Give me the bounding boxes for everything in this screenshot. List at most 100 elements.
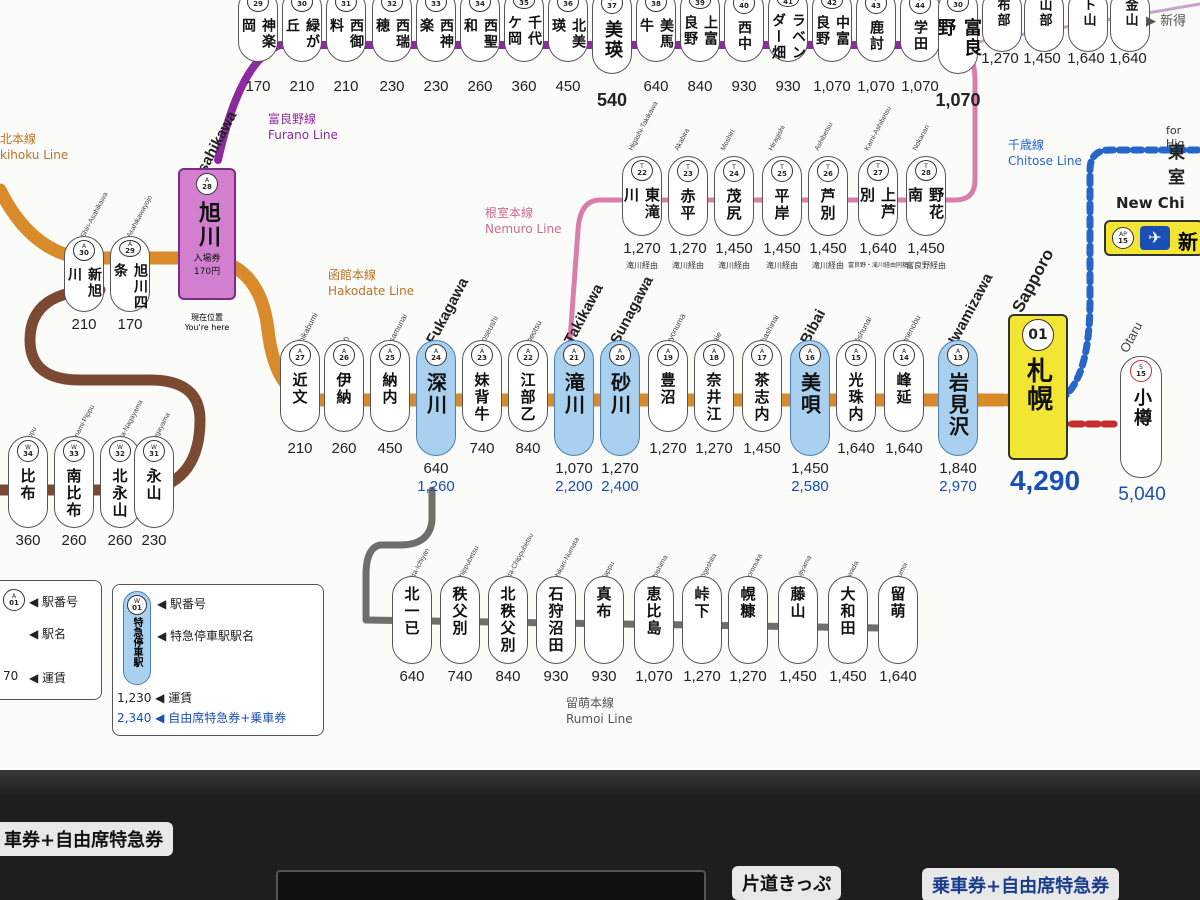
furano-fare-15: 1,070 xyxy=(857,78,895,95)
hakodate-station-14-name: 峰延 xyxy=(894,372,913,406)
higashi-muroran-name: 東室 xyxy=(1168,143,1185,188)
rumoi-fare-2: 740 xyxy=(447,668,473,685)
sekihoku-station-3-name: 北永山 xyxy=(110,468,129,519)
nemuro-via-4: 滝川経由 xyxy=(766,261,798,270)
one-way-ticket-button[interactable]: 片道きっぷ xyxy=(732,866,842,900)
nemuro-fare-3: 1,450 xyxy=(715,240,753,257)
furano-station-8-name: 北美瑛 xyxy=(550,17,586,50)
furano-station-17: T30富良野 xyxy=(935,0,982,74)
ticket-plus-express-button-left[interactable]: 車券+自由席特急券 xyxy=(0,822,174,856)
rumoi-station-11: 留萌 xyxy=(878,576,918,664)
furano-east-fare-1: 1,270 xyxy=(981,50,1019,67)
hakodate-station-13-name: 光珠内 xyxy=(846,372,865,423)
furano-fare-3: 210 xyxy=(333,78,359,95)
left-branch-1-fare: 210 xyxy=(71,316,97,333)
sekihoku-station-1-name: 比布 xyxy=(18,468,37,502)
legend2-fare: 1,230 ◀ 運賃 xyxy=(117,691,193,705)
rumoi-fare-4: 930 xyxy=(543,668,569,685)
furano-fare-6: 260 xyxy=(467,78,493,95)
rumoi-station-1: 北一已 xyxy=(392,576,432,664)
furano-station-14: F42中富良野 xyxy=(812,0,852,62)
rumoi-station-5: 真布 xyxy=(584,576,624,664)
furano-east-station-2: 山部 xyxy=(1024,0,1064,52)
hakodate-station-2-name: 伊納 xyxy=(334,372,353,406)
airplane-icon: ✈ xyxy=(1140,226,1170,250)
furano-station-3-number-icon: F31 xyxy=(335,0,357,12)
furano-east-fare-4: 1,640 xyxy=(1109,50,1147,67)
nemuro-via-3: 滝川経由 xyxy=(718,261,750,270)
furano-station-4-number-icon: F32 xyxy=(381,0,403,12)
sekihoku-line-lower xyxy=(0,284,206,496)
furano-fare-13: 930 xyxy=(775,78,801,95)
furano-east-station-3: ト山 xyxy=(1068,0,1108,52)
furano-east-station-4: 金山 xyxy=(1110,0,1150,52)
rumoi-station-3-name: 北秩父別 xyxy=(498,586,517,654)
furano-fare-16: 1,070 xyxy=(901,78,939,95)
legend2-name-label: ◀ 特急停車駅駅名 xyxy=(157,629,255,643)
hakodate-station-11-name: 茶志内 xyxy=(752,372,771,423)
furano-fare-1: 170 xyxy=(245,78,271,95)
rumoi-station-2-name: 秩父別 xyxy=(450,586,469,637)
rumoi-station-10: 大和田 xyxy=(828,576,868,664)
rumoi-station-3: 北秩父別 xyxy=(488,576,528,664)
nemuro-station-6-name: 上芦別 xyxy=(858,186,897,221)
legend2-fare2: 2,340 ◀ 自由席特急券+乗車券 xyxy=(117,711,287,725)
sekihoku-station-4-fare: 230 xyxy=(141,532,167,549)
rumoi-station-8-name: 幌糠 xyxy=(738,586,757,620)
nemuro-station-4-name: 平岸 xyxy=(772,188,791,222)
rumoi-station-1-name: 北一已 xyxy=(402,586,421,637)
hakodate-station-5-name: 妹背牛 xyxy=(472,372,491,423)
rumoi-fare-9: 1,450 xyxy=(779,668,817,685)
asahikawa-ticket-note: 入場券 xyxy=(193,254,221,264)
legend2-num-label: ◀ 駅番号 xyxy=(157,597,207,611)
furano-station-7: F35千代ケ岡 xyxy=(504,0,544,62)
hakodate-fare2-4: 1,260 xyxy=(417,478,455,495)
hakodate-fare-8: 1,270 xyxy=(601,460,639,477)
furano-station-7-number-icon: F35 xyxy=(513,0,535,9)
nemuro-fare-4: 1,450 xyxy=(763,240,801,257)
nemuro-station-2-name: 赤平 xyxy=(678,188,697,222)
furano-station-10-number-icon: F38 xyxy=(645,0,667,12)
ticket-plus-express-button-right[interactable]: 乗車券+自由席特急券 xyxy=(922,868,1120,900)
sekihoku-station-2-fare: 260 xyxy=(61,532,87,549)
furano-fare-12: 930 xyxy=(731,78,757,95)
furano-east-station-4-name: 金山 xyxy=(1122,0,1138,28)
rumoi-fare-6: 1,070 xyxy=(635,668,673,685)
furano-fare-7: 360 xyxy=(511,78,537,95)
nemuro-fare-5: 1,450 xyxy=(809,240,847,257)
furano-station-15-number-icon: F43 xyxy=(865,0,887,14)
furano-station-3: F31西御料 xyxy=(326,0,366,62)
furano-east-station-1-name: 布部 xyxy=(994,0,1010,28)
nemuro-station-7-name: 野花南 xyxy=(906,186,945,221)
hakodate-station-12-name: 美唄 xyxy=(797,372,822,416)
rumoi-station-5-name: 真布 xyxy=(594,586,613,620)
nemuro-via-5: 滝川経由 xyxy=(812,261,844,270)
sekihoku-station-2-name: 南比布 xyxy=(64,468,83,519)
legend-fare-label: ◀ 運賃 xyxy=(29,671,67,685)
asahikawa-name: 旭川 xyxy=(195,201,220,249)
hakodate-fare-7: 1,070 xyxy=(555,460,593,477)
furano-station-6: F34西聖和 xyxy=(460,0,500,62)
legend-num-label: ◀ 駅番号 xyxy=(29,595,79,609)
